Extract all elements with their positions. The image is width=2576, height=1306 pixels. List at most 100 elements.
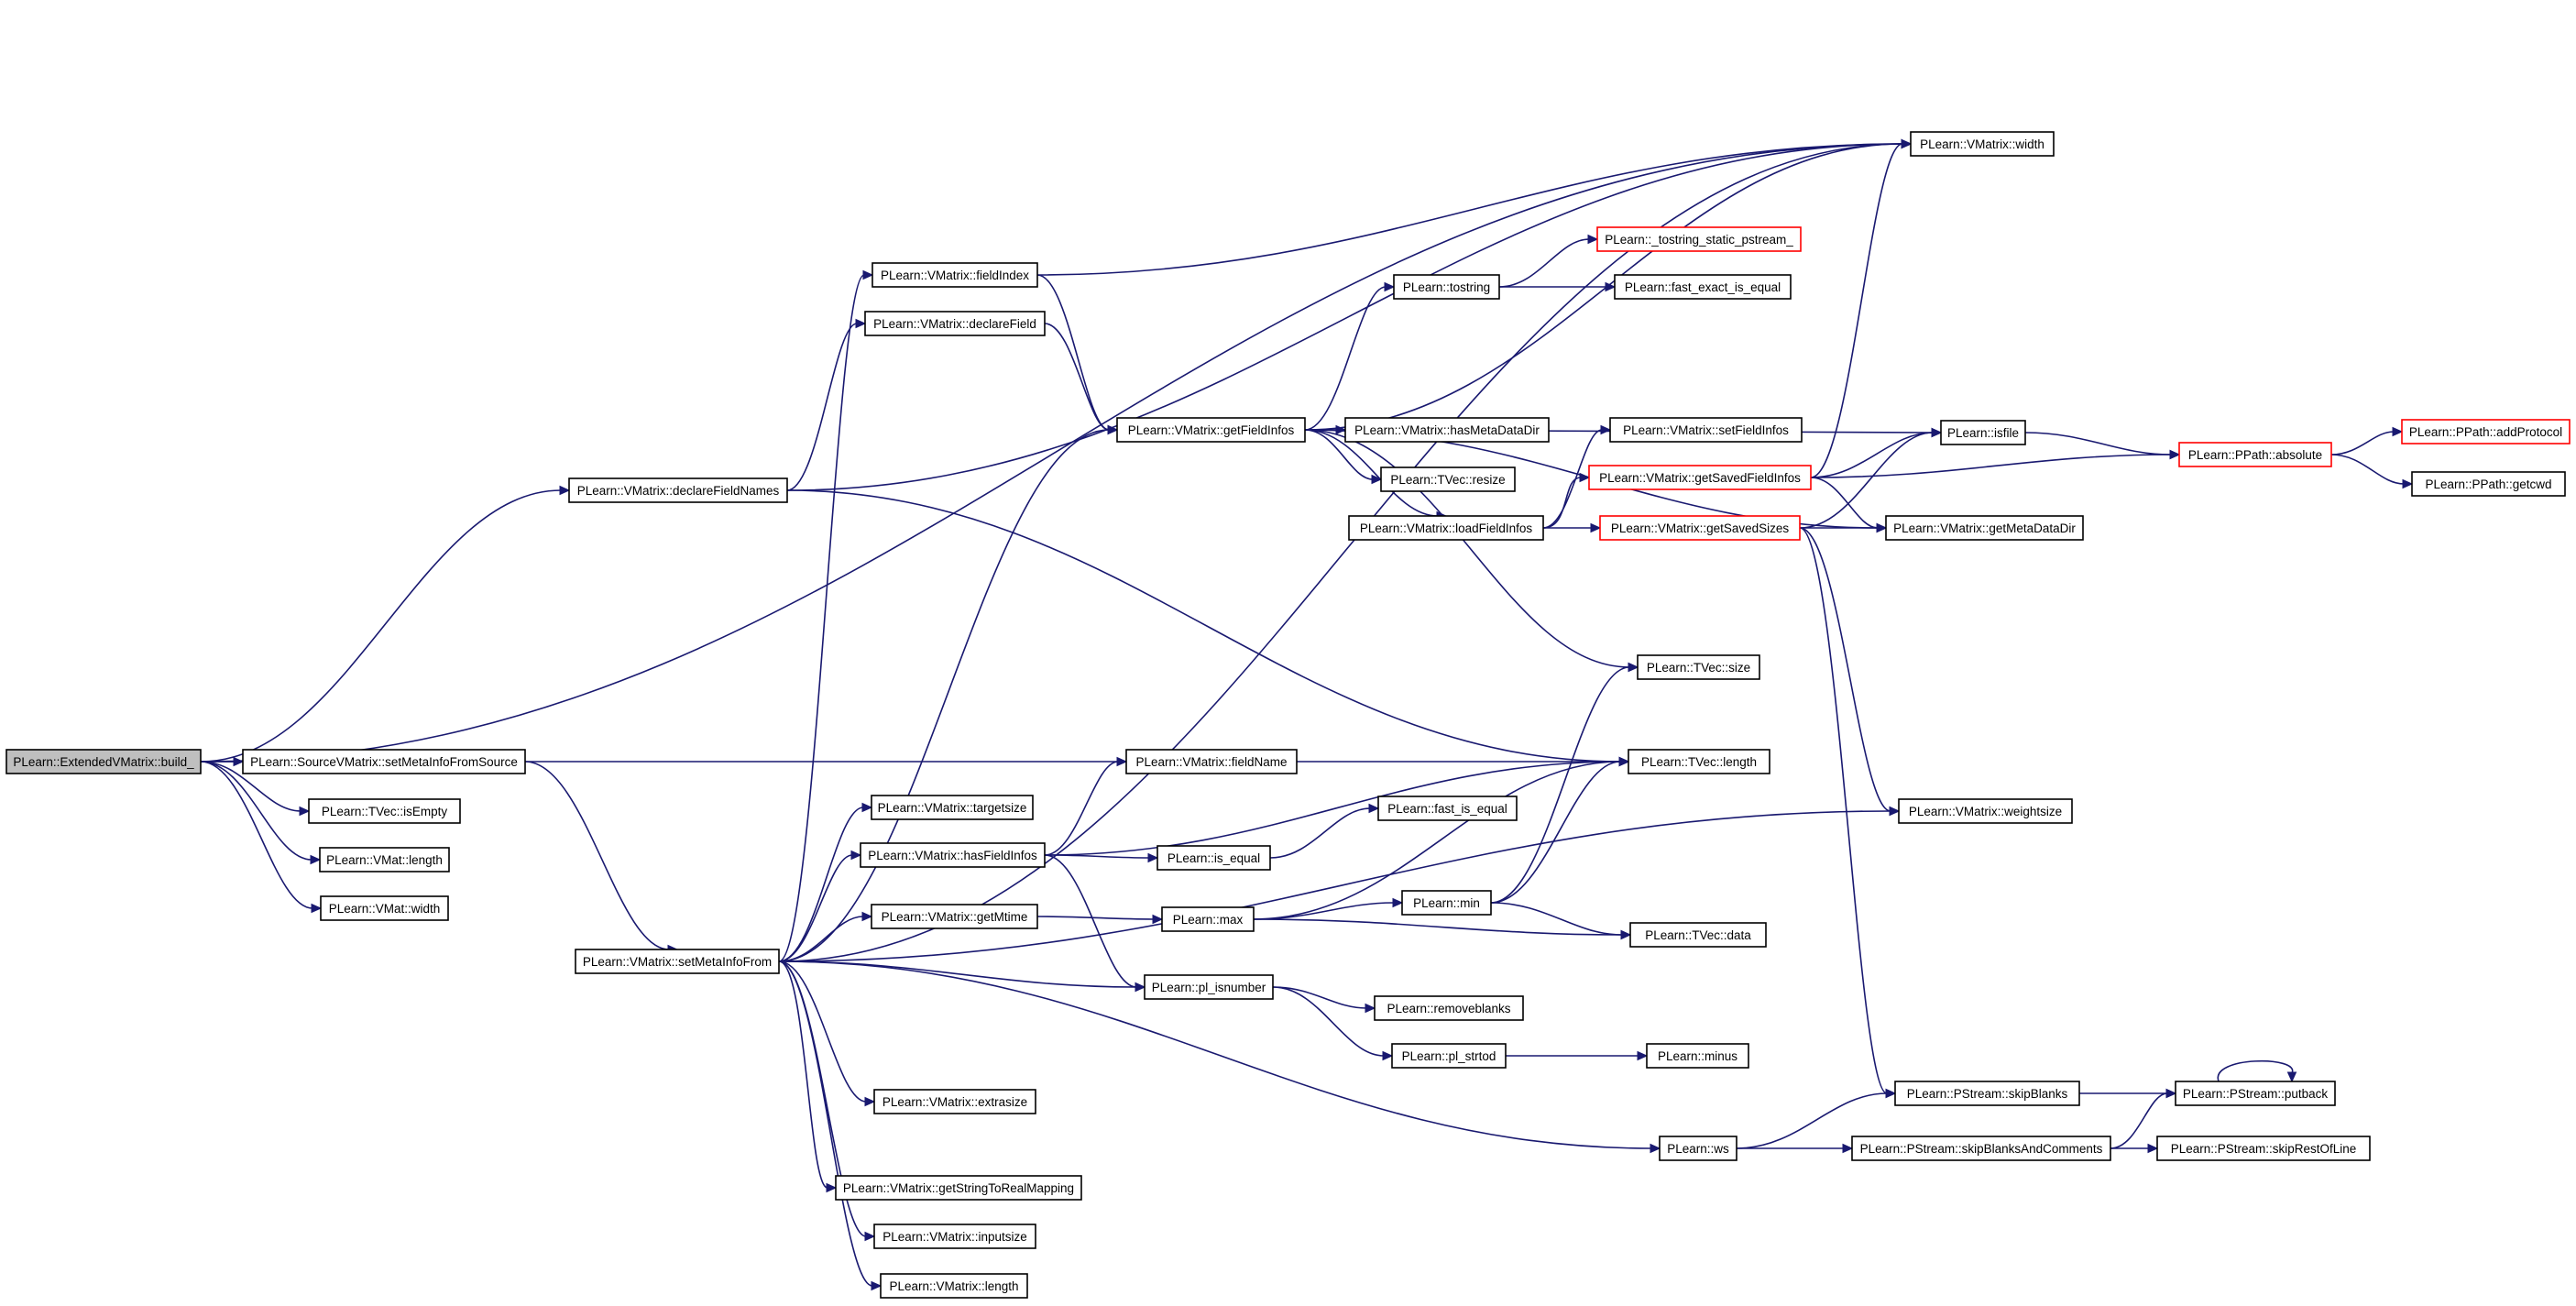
edge-ws-to-skipblanks <box>1736 1088 1897 1149</box>
edge-setmetainfofrom-to-getmtime <box>778 911 873 962</box>
node-label: PLearn::VMatrix::getMtime <box>882 910 1028 924</box>
node-getsavedsizes[interactable]: PLearn::VMatrix::getSavedSizes <box>1599 515 1801 541</box>
node-label: PLearn::VMatrix::getStringToRealMapping <box>843 1181 1074 1195</box>
node-hasfieldinfos[interactable]: PLearn::VMatrix::hasFieldInfos <box>860 842 1046 868</box>
node-isfile[interactable]: PLearn::isfile <box>1940 420 2026 445</box>
node-inputsize[interactable]: PLearn::VMatrix::inputsize <box>873 1224 1036 1249</box>
node-absolute[interactable]: PLearn::PPath::absolute <box>2178 442 2332 467</box>
node-ws[interactable]: PLearn::ws <box>1659 1136 1737 1161</box>
node-box <box>242 749 526 774</box>
node-hasmetadatadir[interactable]: PLearn::VMatrix::hasMetaDataDir <box>1344 417 1550 443</box>
node-label: PLearn::PStream::skipBlanks <box>1907 1087 2068 1101</box>
node-skipblanks[interactable]: PLearn::PStream::skipBlanks <box>1894 1081 2080 1106</box>
node-label: PLearn::isfile <box>1947 426 2019 440</box>
node-getsavedfieldinfos[interactable]: PLearn::VMatrix::getSavedFieldInfos <box>1588 465 1812 490</box>
edge-fieldindex-to-getfieldinfos <box>1036 274 1119 435</box>
call-graph-edges <box>200 138 2414 1291</box>
node-box <box>835 1175 1082 1201</box>
node-box <box>1596 226 1802 252</box>
node-box <box>568 477 788 503</box>
node-label: PLearn::pl_strtod <box>1402 1049 1496 1063</box>
node-tostring-static[interactable]: PLearn::_tostring_static_pstream_ <box>1596 226 1802 252</box>
node-box <box>1125 749 1298 774</box>
edge-pl-isnumber-to-pl-strtod <box>1272 986 1394 1061</box>
node-skiprestofline[interactable]: PLearn::PStream::skipRestOfLine <box>2156 1136 2371 1161</box>
node-label: PLearn::TVec::length <box>1641 755 1757 769</box>
node-tostring[interactable]: PLearn::tostring <box>1393 274 1500 300</box>
node-label: PLearn::ws <box>1667 1142 1729 1156</box>
node-targetsize[interactable]: PLearn::VMatrix::targetsize <box>871 795 1034 820</box>
node-label: PLearn::VMatrix::getSavedFieldInfos <box>1599 471 1801 485</box>
node-label: PLearn::PPath::addProtocol <box>2409 425 2562 439</box>
node-addprotocol[interactable]: PLearn::PPath::addProtocol <box>2401 419 2571 444</box>
node-removeblanks[interactable]: PLearn::removeblanks <box>1374 995 1524 1021</box>
edge-max-to-min <box>1253 897 1404 920</box>
node-tvec-data[interactable]: PLearn::TVec::data <box>1629 922 1767 948</box>
edge-getmtime-to-max <box>1036 914 1164 925</box>
node-getmetadatadir[interactable]: PLearn::VMatrix::getMetaDataDir <box>1885 515 2084 541</box>
node-box <box>1940 420 2026 445</box>
node-putback[interactable]: PLearn::PStream::putback <box>2175 1081 2336 1106</box>
node-max[interactable]: PLearn::max <box>1161 906 1255 932</box>
edge-getsavedfieldinfos-to-width <box>1810 138 1913 478</box>
node-is-equal[interactable]: PLearn::is_equal <box>1156 845 1271 871</box>
node-tvec-size[interactable]: PLearn::TVec::size <box>1637 654 1760 680</box>
node-skipblanksandcomments[interactable]: PLearn::PStream::skipBlanksAndComments <box>1851 1136 2111 1161</box>
node-fieldname[interactable]: PLearn::VMatrix::fieldName <box>1125 749 1298 774</box>
node-tvec-length[interactable]: PLearn::TVec::length <box>1628 749 1770 774</box>
node-resize[interactable]: PLearn::TVec::resize <box>1380 466 1516 492</box>
node-label: PLearn::is_equal <box>1167 851 1260 865</box>
node-label: PLearn::VMatrix::hasMetaDataDir <box>1354 423 1540 437</box>
node-box <box>1391 1043 1507 1069</box>
node-pl-isnumber[interactable]: PLearn::pl_isnumber <box>1144 974 1274 1000</box>
node-box <box>5 749 202 774</box>
node-declarefield[interactable]: PLearn::VMatrix::declareField <box>864 311 1046 336</box>
edge-setmetainfofrom-to-hasfieldinfos <box>778 850 862 962</box>
node-isempty[interactable]: PLearn::TVec::isEmpty <box>308 798 461 824</box>
node-root: PLearn::ExtendedVMatrix::build_ <box>5 749 202 774</box>
node-setfieldinfos[interactable]: PLearn::VMatrix::setFieldInfos <box>1609 417 1803 443</box>
node-setmetainfofrom[interactable]: PLearn::VMatrix::setMetaInfoFrom <box>575 949 780 974</box>
node-vmat-length[interactable]: PLearn::VMat::length <box>319 847 450 872</box>
node-vmat-width[interactable]: PLearn::VMat::width <box>320 895 449 921</box>
node-declarefieldnames[interactable]: PLearn::VMatrix::declareFieldNames <box>568 477 788 503</box>
node-loadfieldinfos[interactable]: PLearn::VMatrix::loadFieldInfos <box>1348 515 1544 541</box>
node-box <box>308 798 461 824</box>
node-minus[interactable]: PLearn::minus <box>1646 1043 1749 1069</box>
node-pl-strtod[interactable]: PLearn::pl_strtod <box>1391 1043 1507 1069</box>
edge-setmetainfofromsource-to-setmetainfofrom <box>524 761 679 955</box>
node-fast-is-equal[interactable]: PLearn::fast_is_equal <box>1377 796 1518 821</box>
node-label: PLearn::tostring <box>1403 280 1490 294</box>
node-extrasize[interactable]: PLearn::VMatrix::extrasize <box>873 1089 1036 1114</box>
node-box <box>880 1273 1028 1299</box>
node-box <box>1609 417 1803 443</box>
call-graph-nodes: PLearn::ExtendedVMatrix::build_PLearn::V… <box>5 131 2571 1299</box>
node-getstringtorealmapping[interactable]: PLearn::VMatrix::getStringToRealMapping <box>835 1175 1082 1201</box>
node-fast-exact[interactable]: PLearn::fast_exact_is_equal <box>1614 274 1792 300</box>
node-box <box>1344 417 1550 443</box>
node-label: PLearn::_tostring_static_pstream_ <box>1605 233 1793 247</box>
edge-getsavedfieldinfos-to-getmetadatadir <box>1810 477 1888 533</box>
edge-setmetainfofrom-to-fieldindex <box>778 269 874 962</box>
node-min[interactable]: PLearn::min <box>1401 890 1492 916</box>
node-label: PLearn::TVec::size <box>1647 661 1750 675</box>
edge-setmetainfofrom-to-pl-isnumber <box>778 960 1146 993</box>
node-box <box>1380 466 1516 492</box>
node-getfieldinfos[interactable]: PLearn::VMatrix::getFieldInfos <box>1116 417 1306 443</box>
node-fieldindex[interactable]: PLearn::VMatrix::fieldIndex <box>871 262 1038 288</box>
node-width[interactable]: PLearn::VMatrix::width <box>1910 131 2055 157</box>
node-getcwd[interactable]: PLearn::PPath::getcwd <box>2411 471 2566 497</box>
node-label: PLearn::TVec::isEmpty <box>322 805 448 818</box>
node-box <box>871 795 1034 820</box>
edge-hasfieldinfos-to-is-equal <box>1044 852 1159 863</box>
edge-setmetainfofrom-to-ws <box>778 960 1661 1154</box>
node-vmatrix-length[interactable]: PLearn::VMatrix::length <box>880 1273 1028 1299</box>
node-box <box>1161 906 1255 932</box>
node-setmetainfofromsource[interactable]: PLearn::SourceVMatrix::setMetaInfoFromSo… <box>242 749 526 774</box>
edge-getsavedsizes-to-getmetadatadir <box>1800 522 1888 533</box>
node-weightsize[interactable]: PLearn::VMatrix::weightsize <box>1898 798 2073 824</box>
node-getmtime[interactable]: PLearn::VMatrix::getMtime <box>871 904 1038 929</box>
node-box <box>1910 131 2055 157</box>
node-label: PLearn::VMat::length <box>326 853 443 867</box>
node-label: PLearn::VMatrix::extrasize <box>882 1095 1027 1109</box>
